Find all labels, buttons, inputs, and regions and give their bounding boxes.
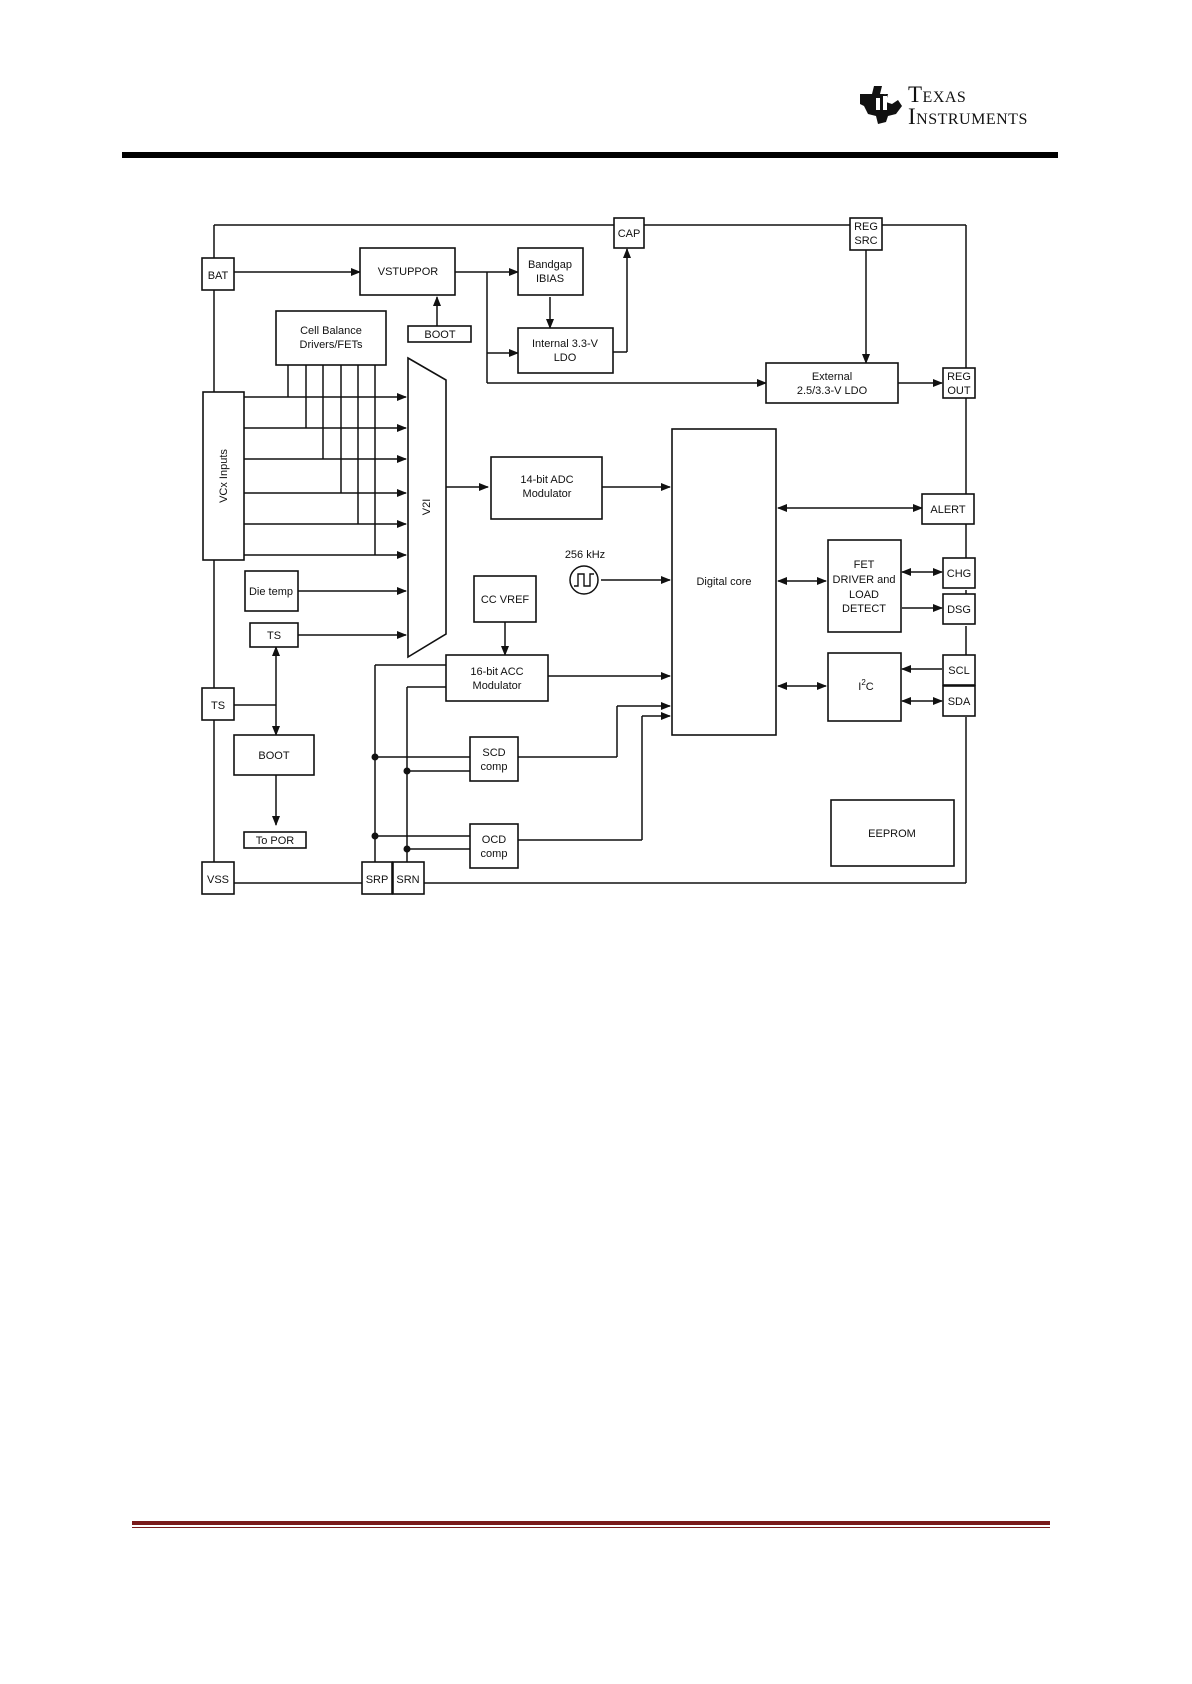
pin-bat: BAT xyxy=(201,257,235,291)
ti-logo-icon xyxy=(860,86,902,124)
block-cell-balance-label-2: Drivers/FETs xyxy=(300,339,363,351)
block-external-ldo-label-2: 2.5/3.3-V LDO xyxy=(797,385,868,397)
block-boot-small-label: BOOT xyxy=(424,329,455,341)
block-internal-ldo-label-2: LDO xyxy=(554,352,577,364)
pin-srp: SRP xyxy=(361,861,393,895)
pin-dsg: DSG xyxy=(942,593,976,625)
block-scd-comp: SCD comp xyxy=(469,736,519,782)
footer-rule-thin xyxy=(132,1527,1050,1528)
block-cell-balance: Cell Balance Drivers/FETs xyxy=(275,310,387,366)
pin-cap-label: CAP xyxy=(618,228,641,240)
logo-line-2: Instruments xyxy=(908,104,1028,129)
pin-reg-out: REG OUT xyxy=(942,367,976,399)
block-clock: 256 kHz xyxy=(565,549,605,595)
pin-cap: CAP xyxy=(613,217,645,249)
block-ocd-label-1: OCD xyxy=(482,834,507,846)
block-bandgap-label-2: IBIAS xyxy=(536,273,564,285)
texas-instruments-logo: Texas Instruments xyxy=(858,80,1058,132)
block-vcx-inputs-label: VCx Inputs xyxy=(218,449,230,503)
logo-line-1: Texas xyxy=(908,82,967,107)
block-fet-driver-label-2: DRIVER and xyxy=(833,574,896,586)
block-fet-driver-label-3: LOAD xyxy=(849,589,879,601)
block-fet-driver-label-4: DETECT xyxy=(842,603,886,615)
pin-reg-out-label-2: OUT xyxy=(947,385,971,397)
chip-boundary xyxy=(213,224,967,884)
block-adc-label-1: 14-bit ADC xyxy=(520,474,573,486)
pin-scl-label: SCL xyxy=(948,665,969,677)
block-clock-label: 256 kHz xyxy=(565,549,605,561)
square-wave-icon xyxy=(569,565,599,595)
block-digital-core-label: Digital core xyxy=(696,576,751,588)
block-eeprom: EEPROM xyxy=(830,799,955,867)
block-cell-balance-label-1: Cell Balance xyxy=(300,325,362,337)
pin-sda: SDA xyxy=(942,685,976,717)
block-adc: 14-bit ADC Modulator xyxy=(490,456,603,520)
block-i2c-label: I2C xyxy=(858,678,874,693)
block-bandgap: Bandgap IBIAS xyxy=(517,247,584,296)
block-cc-vref-label: CC VREF xyxy=(481,594,530,606)
block-external-ldo-label-1: External xyxy=(812,371,852,383)
header-rule xyxy=(122,152,1058,158)
pin-srn-label: SRN xyxy=(396,874,419,886)
pin-dsg-label: DSG xyxy=(947,604,971,616)
pin-chg: CHG xyxy=(942,557,976,589)
pin-sda-label: SDA xyxy=(948,696,971,708)
block-v2i: V2I xyxy=(407,356,447,659)
pin-chg-label: CHG xyxy=(947,568,971,580)
block-internal-ldo: Internal 3.3-V LDO xyxy=(517,327,614,374)
block-bandgap-label-1: Bandgap xyxy=(528,259,572,271)
block-digital-core: Digital core xyxy=(671,428,777,736)
wiring xyxy=(234,248,943,870)
block-ocd-label-2: comp xyxy=(481,848,508,860)
pin-alert-label: ALERT xyxy=(930,504,966,516)
block-to-por-label: To POR xyxy=(256,835,295,847)
block-ocd-comp: OCD comp xyxy=(469,823,519,869)
block-scd-label-1: SCD xyxy=(482,747,505,759)
block-acc: 16-bit ACC Modulator xyxy=(445,654,549,702)
pin-bat-label: BAT xyxy=(208,270,229,282)
block-acc-label-2: Modulator xyxy=(473,680,522,692)
block-die-temp: Die temp xyxy=(244,570,299,612)
block-eeprom-label: EEPROM xyxy=(868,828,916,840)
pin-ts: TS xyxy=(201,687,235,721)
pin-srp-label: SRP xyxy=(366,874,389,886)
block-cc-vref: CC VREF xyxy=(473,575,537,623)
block-to-por: To POR xyxy=(243,831,307,849)
junction-dots xyxy=(371,753,411,853)
block-internal-ldo-label-1: Internal 3.3-V xyxy=(532,338,599,350)
pin-vss-label: VSS xyxy=(207,874,229,886)
block-boot-small: BOOT xyxy=(407,325,472,343)
block-ts-internal-label: TS xyxy=(267,630,281,642)
block-fet-driver-label-1: FET xyxy=(854,559,875,571)
block-boot-label: BOOT xyxy=(258,750,289,762)
pin-srn: SRN xyxy=(392,861,425,895)
block-vcx-inputs: VCx Inputs xyxy=(202,391,245,561)
pin-scl: SCL xyxy=(942,654,976,686)
pin-reg-src: REG SRC xyxy=(849,217,883,251)
pin-alert: ALERT xyxy=(921,493,975,525)
logo-wordmark: Texas Instruments xyxy=(908,82,1068,129)
block-vstuppor: VSTUPPOR xyxy=(359,247,456,296)
block-adc-label-2: Modulator xyxy=(523,488,572,500)
block-boot: BOOT xyxy=(233,734,315,776)
pin-reg-src-label-2: SRC xyxy=(854,235,877,247)
block-fet-driver: FET DRIVER and LOAD DETECT xyxy=(827,539,902,633)
pin-ts-label: TS xyxy=(211,700,225,712)
pin-reg-out-label-1: REG xyxy=(947,371,971,383)
footer-rule xyxy=(132,1521,1050,1525)
block-ts-internal: TS xyxy=(249,622,299,648)
block-acc-label-1: 16-bit ACC xyxy=(470,666,523,678)
block-v2i-label: V2I xyxy=(421,499,433,516)
block-vstuppor-label: VSTUPPOR xyxy=(378,266,439,278)
block-die-temp-label: Die temp xyxy=(249,586,293,598)
block-i2c: I2C xyxy=(827,652,902,722)
pin-vss: VSS xyxy=(201,861,235,895)
block-scd-label-2: comp xyxy=(481,761,508,773)
block-external-ldo: External 2.5/3.3-V LDO xyxy=(765,362,899,404)
pin-reg-src-label-1: REG xyxy=(854,221,878,233)
